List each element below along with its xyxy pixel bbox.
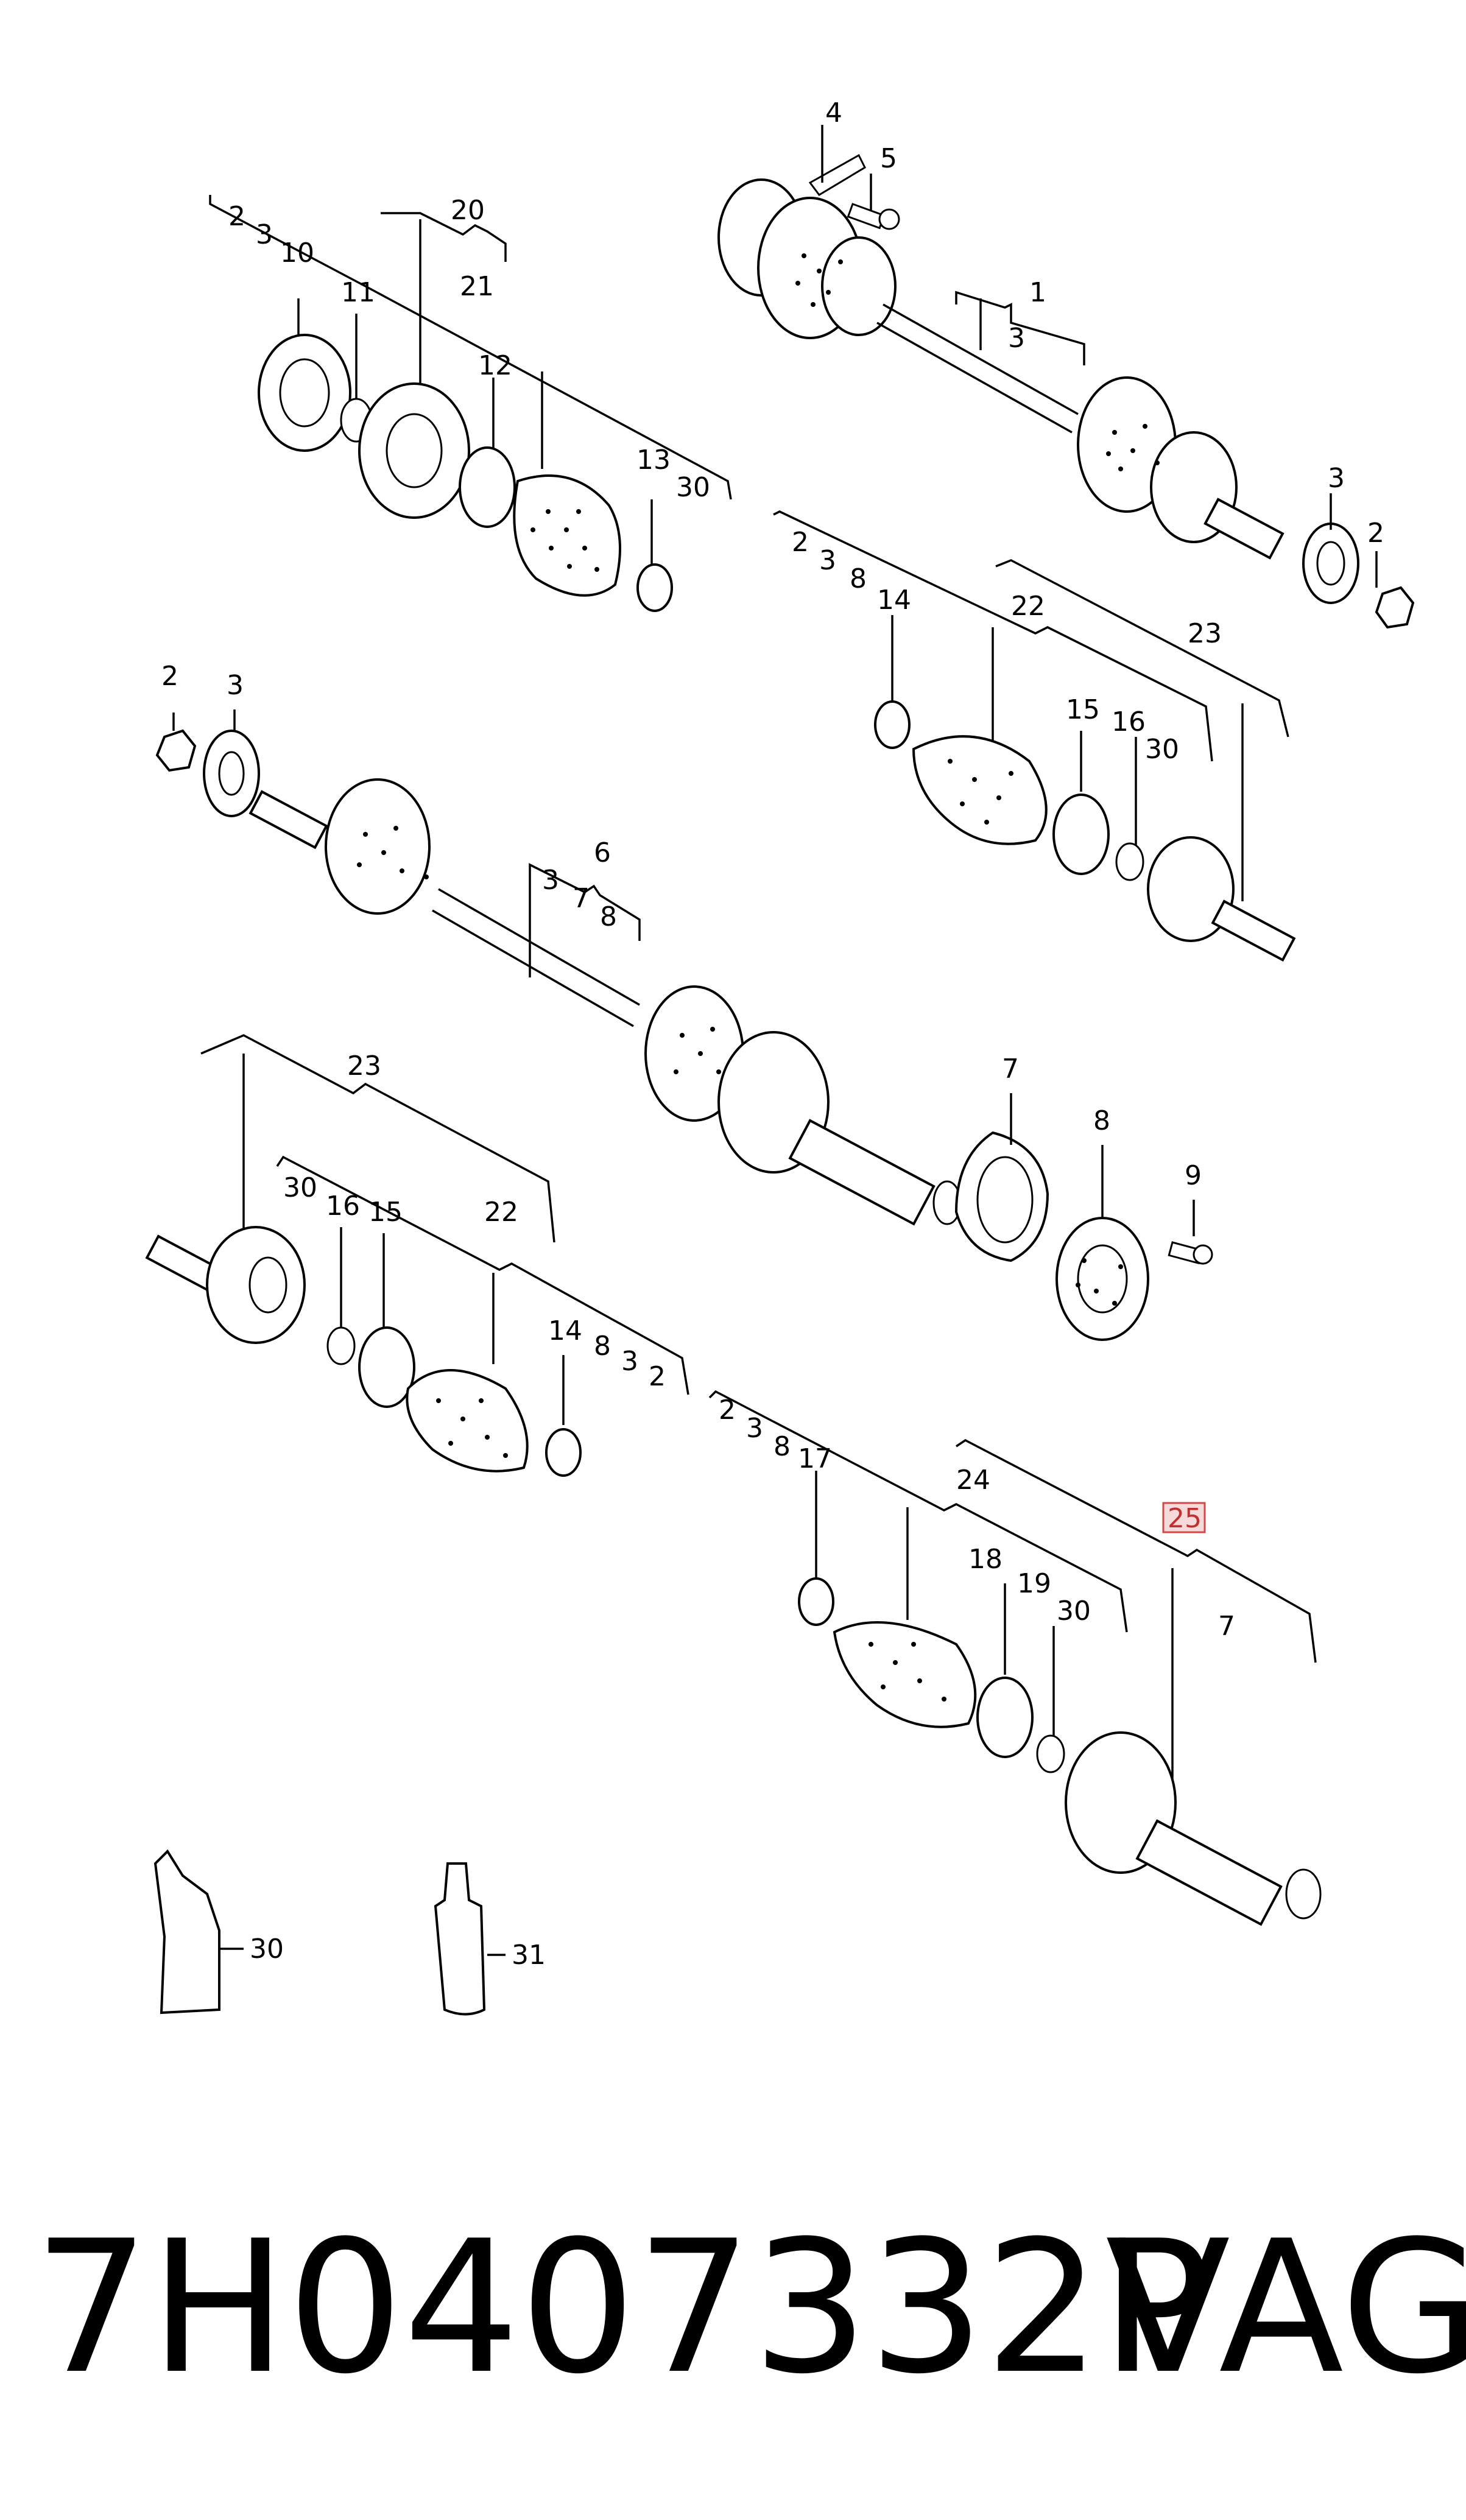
callout-22: 22 — [484, 1197, 518, 1228]
callout-9: 9 — [1185, 1160, 1202, 1191]
drive-shaft-assembly-top — [717, 125, 1415, 629]
callout-12: 12 — [478, 350, 512, 381]
callout-21: 21 — [460, 271, 494, 302]
callout-2: 2 — [719, 1395, 736, 1426]
callout-15: 15 — [1066, 694, 1100, 725]
callout-8: 8 — [774, 1431, 791, 1462]
callout-14: 14 — [877, 585, 911, 616]
callout-3: 3 — [746, 1413, 763, 1444]
bearing-seal-group — [954, 1093, 1213, 1341]
drive-shaft-assembly-middle — [155, 709, 962, 1226]
outer-joint-exploded-upper — [773, 510, 1296, 962]
callout-2: 2 — [228, 201, 245, 232]
callout-17: 17 — [798, 1443, 832, 1474]
callout-23: 23 — [347, 1051, 381, 1082]
callout-20: 20 — [451, 195, 485, 226]
callout-16: 16 — [326, 1191, 360, 1222]
callout-30: 30 — [676, 472, 710, 503]
callout-8: 8 — [1093, 1105, 1110, 1136]
callout-2: 2 — [1367, 518, 1384, 549]
callout-3: 3 — [227, 670, 244, 701]
callout-8: 8 — [600, 901, 617, 932]
callout-6: 6 — [594, 837, 611, 868]
callout-25: 25 — [1168, 1503, 1202, 1534]
callout-15: 15 — [368, 1197, 403, 1228]
part-number: 7H0407332P — [33, 2201, 1211, 2414]
callout-3: 3 — [621, 1346, 638, 1377]
callout-2: 2 — [649, 1361, 666, 1392]
callout-7: 7 — [1002, 1054, 1019, 1085]
callout-7: 7 — [1218, 1611, 1235, 1642]
callout-31: 31 — [512, 1940, 546, 1971]
callout-30: 30 — [1057, 1596, 1091, 1627]
callout-8: 8 — [850, 563, 867, 594]
boot-texture — [795, 253, 1160, 471]
brand-name: VAG — [1105, 2201, 1466, 2414]
callout-2: 2 — [161, 661, 178, 692]
inner-joint-exploded — [209, 195, 732, 612]
outer-joint-exploded-lower — [145, 1034, 689, 1477]
callout-13: 13 — [636, 445, 671, 476]
callout-1: 1 — [1029, 277, 1046, 308]
callout-16: 16 — [1112, 706, 1146, 737]
callout-5: 5 — [880, 143, 897, 174]
inner-joint-exploded-lower — [708, 1390, 1322, 1926]
callout-3: 3 — [1008, 323, 1025, 354]
callout-24: 24 — [956, 1465, 990, 1496]
callout-4: 4 — [825, 97, 842, 128]
callout-10: 10 — [280, 238, 314, 269]
callout-8: 8 — [594, 1331, 611, 1362]
callout-11: 11 — [341, 277, 375, 308]
callout-labels: 4 5 1 3 3 2 2 3 10 11 20 21 12 13 30 2 3… — [161, 97, 1384, 1971]
callout-30: 30 — [1145, 734, 1179, 765]
callout-7: 7 — [573, 883, 590, 914]
callout-22: 22 — [1011, 591, 1045, 622]
callout-18: 18 — [968, 1544, 1003, 1575]
callout-30: 30 — [283, 1172, 317, 1203]
callout-25-highlight[interactable]: 25 — [1162, 1502, 1206, 1534]
callout-3: 3 — [1328, 463, 1345, 494]
consumables — [153, 1849, 506, 2016]
callout-19: 19 — [1017, 1568, 1051, 1599]
callout-3: 3 — [819, 545, 836, 576]
callout-23: 23 — [1188, 618, 1222, 649]
callout-3: 3 — [542, 865, 559, 896]
callout-30: 30 — [250, 1934, 284, 1965]
callout-2: 2 — [792, 527, 809, 558]
callout-3: 3 — [256, 219, 273, 250]
callout-14: 14 — [548, 1315, 582, 1346]
